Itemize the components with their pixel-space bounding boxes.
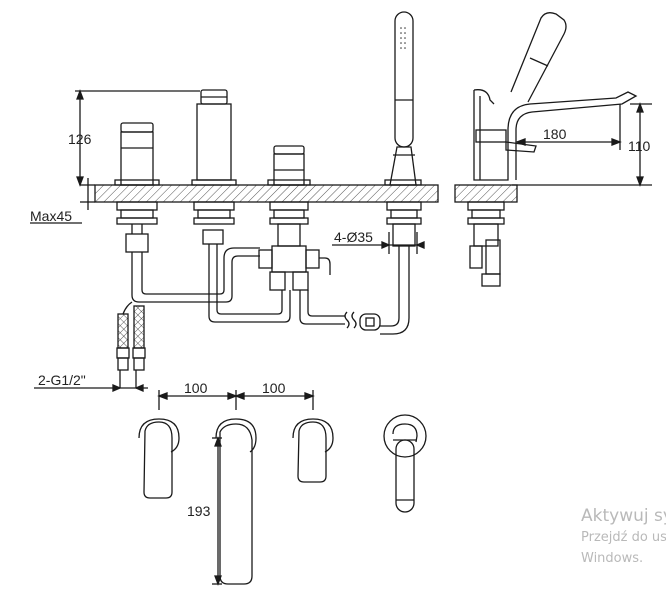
spout-front bbox=[191, 89, 237, 300]
windows-activation-os: Windows. bbox=[581, 551, 644, 566]
left-handle-front bbox=[114, 122, 160, 253]
dim-holes: 4-Ø35 bbox=[334, 229, 373, 245]
hand-shower-front bbox=[384, 11, 422, 318]
dim-connection: 2-G1/2" bbox=[38, 372, 86, 388]
dim-side-height: 110 bbox=[628, 138, 651, 154]
right-handle-front bbox=[258, 145, 320, 291]
hose-piping bbox=[131, 247, 410, 335]
deck-plate bbox=[94, 184, 439, 203]
shower-head-holes bbox=[400, 27, 406, 49]
hose-connector bbox=[359, 313, 381, 331]
spout-top bbox=[215, 418, 257, 585]
braided-supply-hoses bbox=[116, 301, 146, 388]
right-handle-top bbox=[292, 418, 334, 483]
dim-spacing-left: 100 bbox=[184, 380, 208, 396]
windows-activation-hint: Przejdź do us bbox=[581, 530, 666, 545]
dim-reach: 180 bbox=[543, 126, 567, 142]
hand-shower-top bbox=[383, 414, 427, 513]
dim-max45: Max45 bbox=[30, 208, 72, 224]
dim-spout-length: 193 bbox=[187, 503, 211, 519]
side-view bbox=[454, 12, 638, 287]
left-handle-top bbox=[138, 418, 180, 499]
dim-spacing-right: 100 bbox=[262, 380, 286, 396]
windows-activation-title: Aktywuj sy bbox=[581, 506, 666, 526]
dim-126: 126 bbox=[68, 131, 92, 147]
